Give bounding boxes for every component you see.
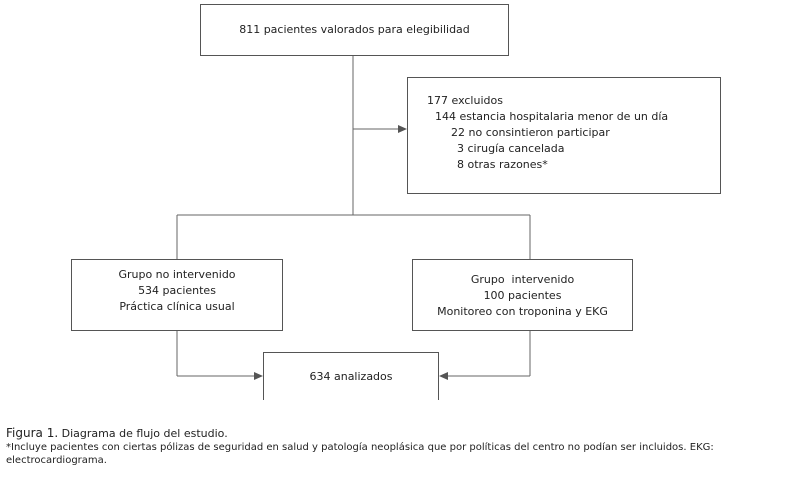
figure-title: Diagrama de flujo del estudio. xyxy=(61,427,228,440)
non-intervened-practice: Práctica clínica usual xyxy=(119,300,235,313)
non-intervened-title: Grupo no intervenido xyxy=(118,268,236,281)
excluded-item: 8 otras razones* xyxy=(457,158,548,171)
excluded-item: 3 cirugía cancelada xyxy=(457,142,565,155)
left-arrowhead xyxy=(254,372,263,380)
figure-caption: Figura 1. Diagrama de flujo del estudio.… xyxy=(6,426,796,467)
analyzed-text: 634 analizados xyxy=(309,369,393,383)
intervened-monitoring: Monitoreo con troponina y EKG xyxy=(437,305,608,318)
figure-footnote: *Incluye pacientes con ciertas pólizas d… xyxy=(6,442,714,466)
excluded-title: 177 excluidos xyxy=(427,94,503,107)
analyzed-box: 634 analizados xyxy=(263,352,439,400)
intervened-group-box: Grupo intervenido 100 pacientes Monitore… xyxy=(412,259,633,331)
excluded-box: 177 excluidos 144 estancia hospitalaria … xyxy=(407,77,721,194)
eligibility-text: 811 pacientes valorados para elegibilida… xyxy=(239,23,470,36)
excluded-item: 144 estancia hospitalaria menor de un dí… xyxy=(435,110,669,123)
intervened-title: Grupo intervenido xyxy=(470,273,575,286)
non-intervened-group-box: Grupo no intervenido 534 pacientes Práct… xyxy=(71,259,283,331)
non-intervened-count: 534 pacientes xyxy=(138,284,216,297)
right-arrowhead xyxy=(439,372,448,380)
excluded-arrowhead xyxy=(398,125,407,133)
figure-label: Figura 1. xyxy=(6,426,59,440)
eligibility-box: 811 pacientes valorados para elegibilida… xyxy=(200,4,509,56)
intervened-count: 100 pacientes xyxy=(483,289,562,302)
excluded-item: 22 no consintieron participar xyxy=(451,126,610,139)
